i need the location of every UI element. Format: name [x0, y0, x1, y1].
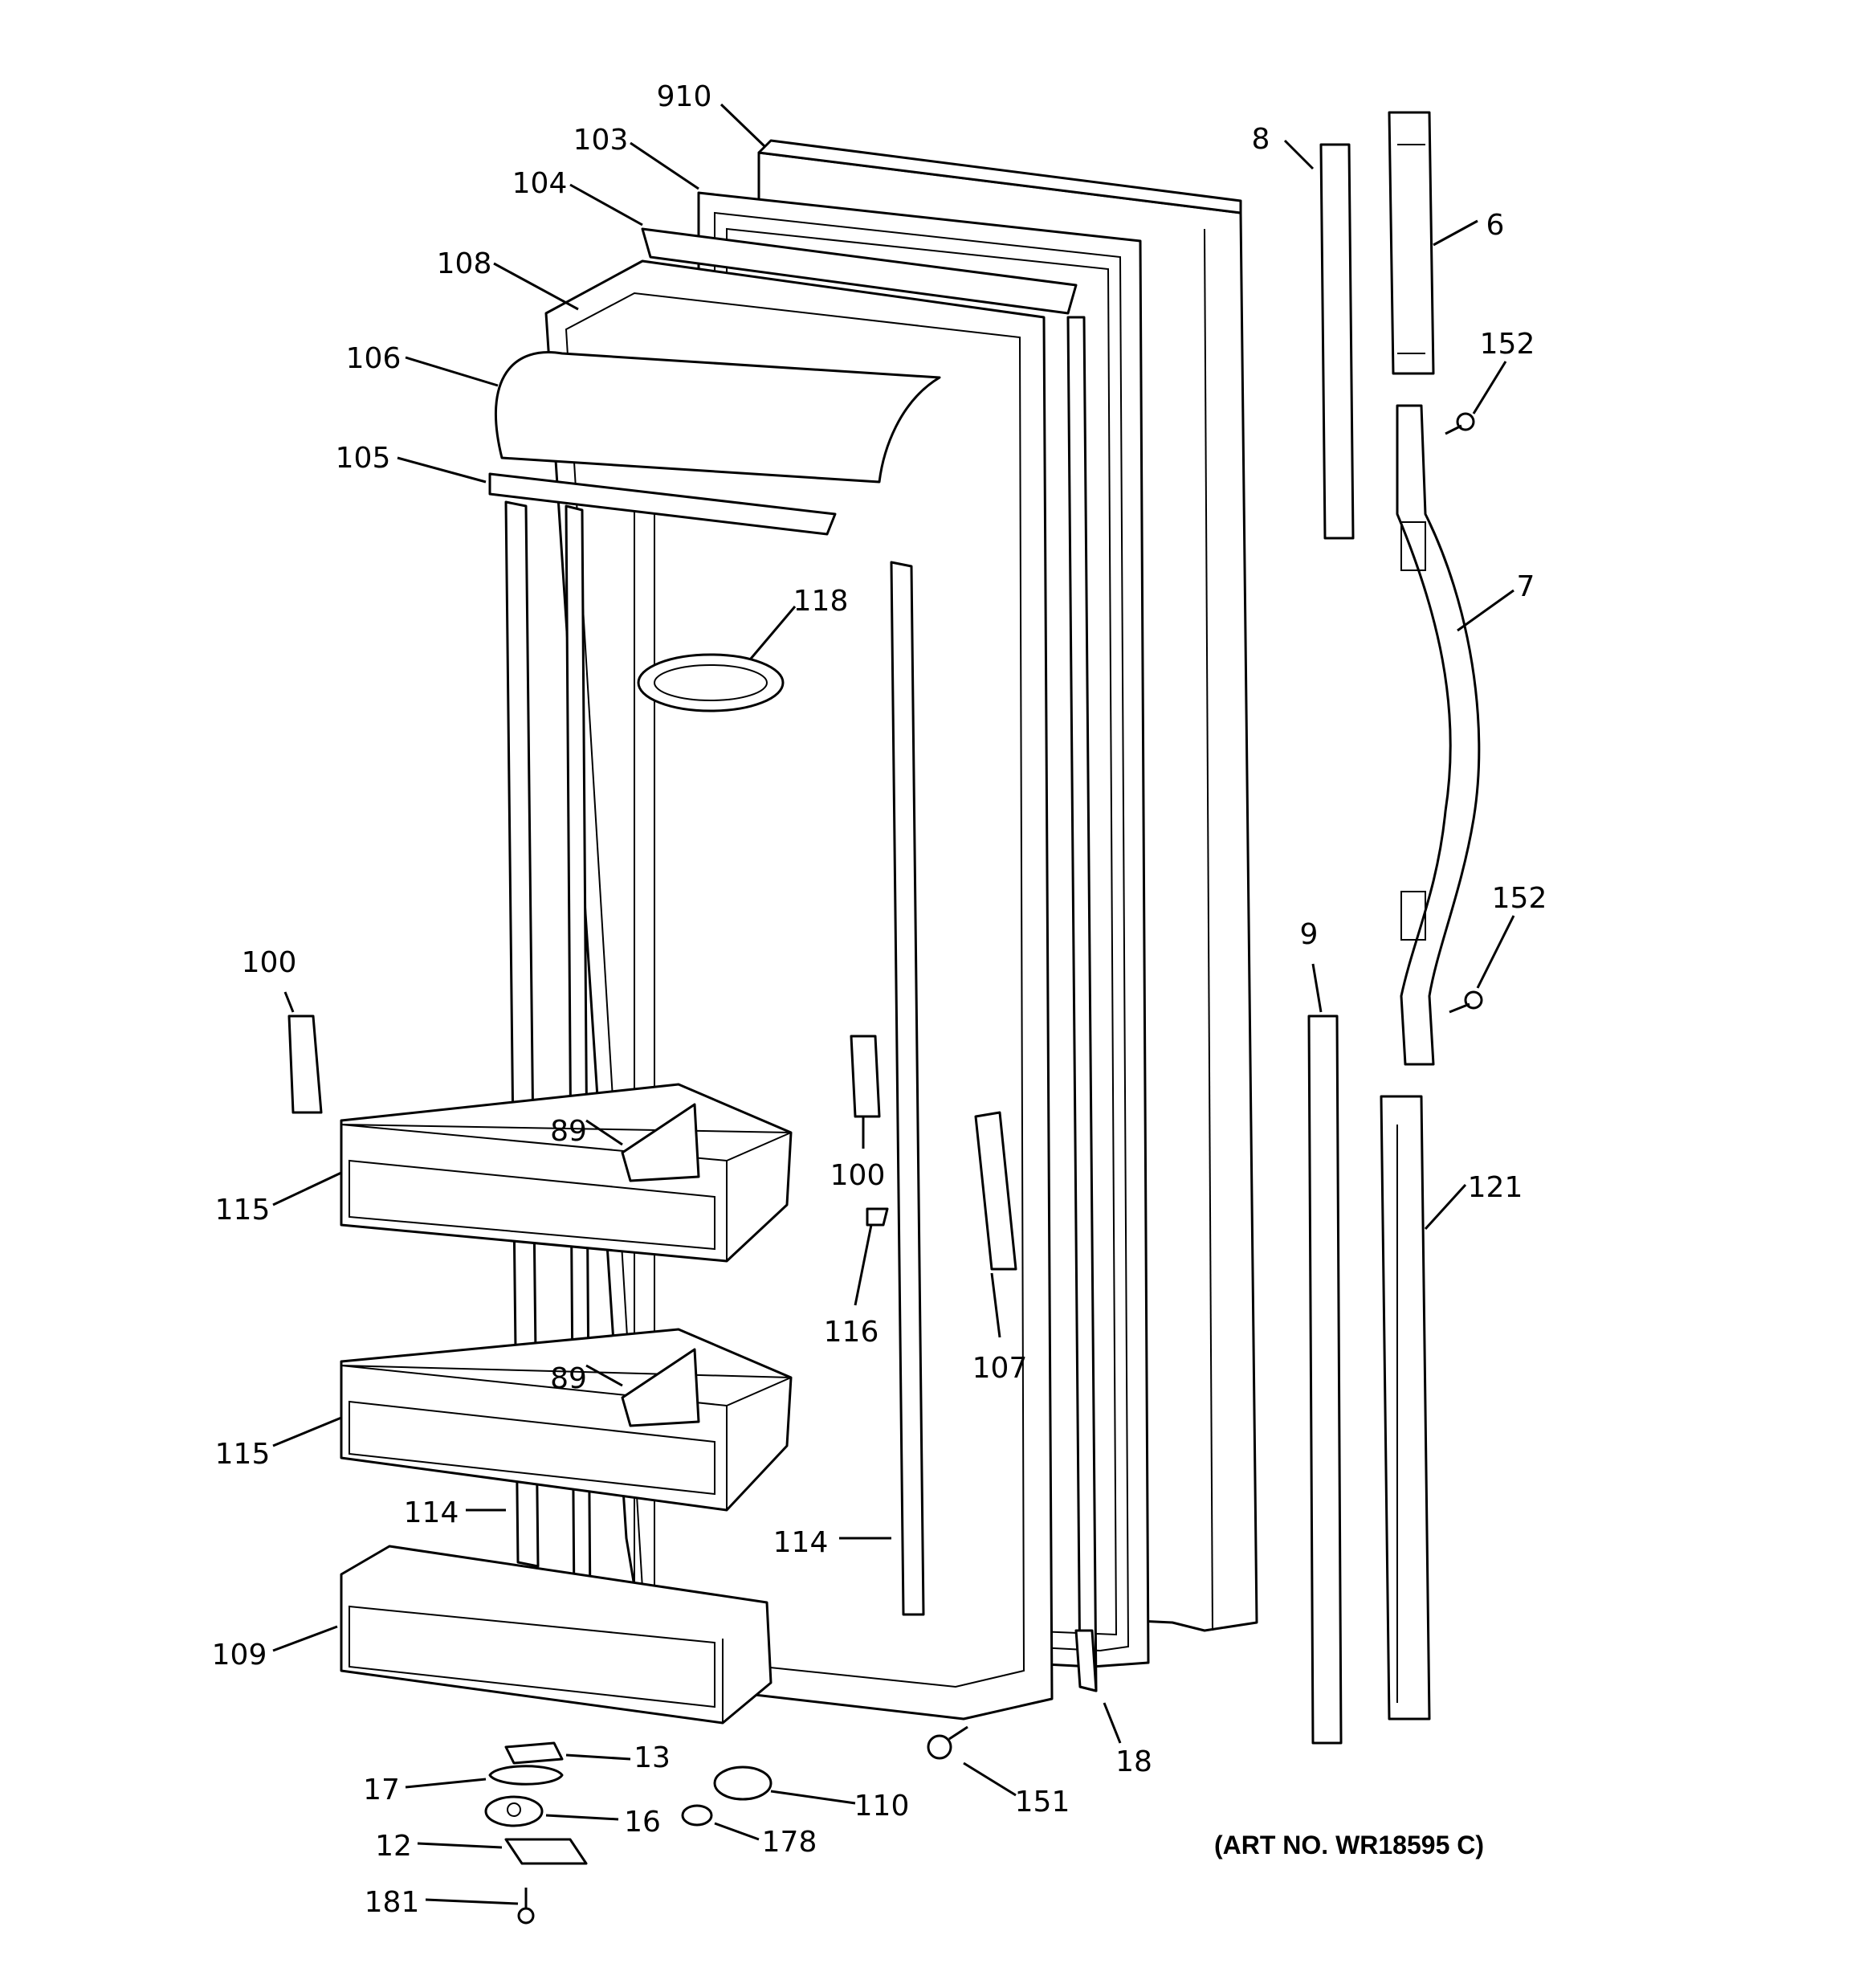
leader-lines — [272, 103, 1515, 1905]
label-108: 108 — [437, 247, 492, 280]
label-7: 7 — [1517, 570, 1535, 603]
callout-labels: 910 103 104 108 106 105 118 8 6 152 7 15… — [212, 80, 1547, 1919]
hinge-plate-13 — [504, 1741, 564, 1765]
label-151: 151 — [1015, 1786, 1070, 1819]
bin-clip-left — [287, 1014, 323, 1114]
label-16: 16 — [624, 1806, 661, 1839]
trim-strip-lower — [1307, 1014, 1343, 1745]
label-13: 13 — [634, 1741, 671, 1774]
oval-badge — [637, 653, 785, 712]
screw-152-lower — [1449, 990, 1483, 1014]
label-12: 12 — [375, 1830, 412, 1863]
label-116: 116 — [824, 1316, 879, 1349]
door-bin-upper — [340, 1083, 793, 1263]
shelf-rail-right — [890, 316, 1098, 1692]
trim-strip-upper — [1319, 143, 1355, 540]
label-103: 103 — [573, 124, 629, 157]
bottom-bin — [340, 1545, 773, 1725]
label-115-upper: 115 — [215, 1194, 271, 1227]
dairy-strip — [488, 472, 837, 536]
label-109: 109 — [212, 1639, 267, 1672]
door-liner — [544, 259, 1054, 1721]
bushing-16 — [484, 1795, 544, 1827]
door-bin-lower — [340, 1328, 793, 1512]
label-114-left: 114 — [404, 1496, 459, 1529]
dairy-compartment-door — [494, 351, 941, 484]
shim-17 — [488, 1765, 564, 1786]
label-18: 18 — [1115, 1745, 1152, 1778]
label-6: 6 — [1486, 209, 1505, 242]
door-handle — [1396, 404, 1481, 1066]
label-181: 181 — [365, 1886, 420, 1919]
screw-152-upper — [1445, 412, 1475, 435]
label-9: 9 — [1300, 918, 1319, 951]
label-107: 107 — [972, 1352, 1028, 1385]
label-104: 104 — [512, 167, 568, 200]
label-178: 178 — [762, 1826, 817, 1859]
label-910: 910 — [657, 80, 712, 113]
label-17: 17 — [363, 1774, 400, 1806]
label-89-upper: 89 — [550, 1115, 587, 1148]
liner-tear-section — [974, 1111, 1017, 1271]
handle-cap-upper — [1388, 111, 1435, 375]
label-106: 106 — [346, 342, 402, 375]
cap-110 — [713, 1766, 773, 1801]
screw-181 — [517, 1888, 535, 1925]
label-114-right: 114 — [773, 1526, 829, 1559]
label-152-upper: 152 — [1480, 328, 1535, 361]
label-121: 121 — [1468, 1171, 1523, 1204]
label-115-lower: 115 — [215, 1438, 271, 1471]
top-strip — [641, 227, 1078, 315]
label-89-lower: 89 — [550, 1362, 587, 1395]
label-118: 118 — [793, 585, 849, 618]
hinge-12 — [504, 1838, 588, 1865]
label-110: 110 — [854, 1790, 910, 1823]
washer-178 — [681, 1804, 713, 1827]
screw-151 — [927, 1725, 968, 1760]
art-number: (ART NO. WR18595 C) — [1214, 1831, 1484, 1859]
handle-cap-lower — [1380, 1095, 1431, 1721]
label-100-left: 100 — [242, 946, 297, 979]
strip-18 — [1074, 1629, 1098, 1692]
label-152-lower: 152 — [1492, 882, 1547, 915]
bin-clip-right — [850, 1035, 881, 1118]
label-105: 105 — [336, 442, 391, 475]
label-100-right: 100 — [830, 1159, 886, 1192]
label-8: 8 — [1252, 123, 1270, 156]
clip-116 — [866, 1207, 889, 1227]
